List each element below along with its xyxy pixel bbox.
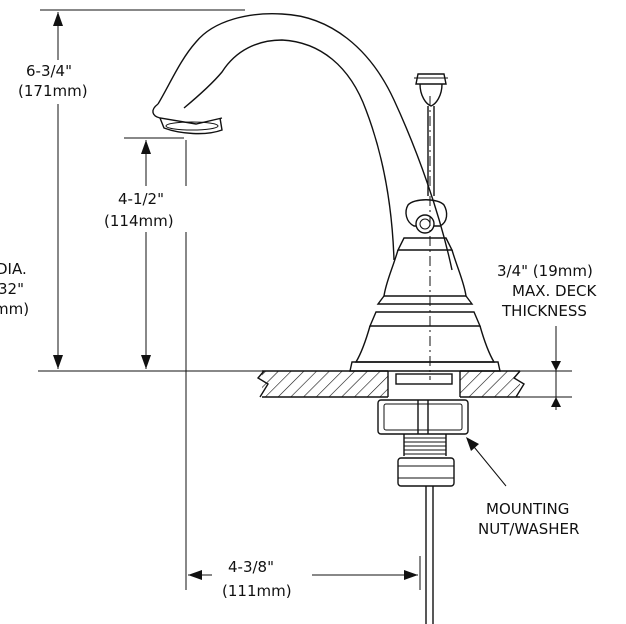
deck-thickness-arrow-top xyxy=(551,361,561,371)
spout-height-label-bg xyxy=(20,60,100,104)
spout-outer xyxy=(157,13,453,271)
mounting-washer-inner xyxy=(383,403,463,431)
coupling-nut xyxy=(397,457,455,487)
mounting-washer xyxy=(377,399,469,435)
deck-thickness-dimension xyxy=(551,326,561,410)
deck-section xyxy=(38,370,572,398)
shank-upper xyxy=(395,373,453,385)
spout-clearance-inches: 4-1/2" xyxy=(118,190,164,208)
spout-clearance-arrow-bottom xyxy=(141,355,151,369)
deck-break-right xyxy=(512,370,525,398)
spout-reach-arrow-right xyxy=(404,570,418,580)
body-ring-2 xyxy=(368,311,482,327)
spout-clearance-arrow-top xyxy=(141,140,151,154)
spout-clearance-mm: (114mm) xyxy=(104,212,174,230)
deck-break-left xyxy=(256,370,269,398)
spout-height-mm: (171mm) xyxy=(18,82,88,100)
faucet-body xyxy=(152,13,501,624)
spout-reach-inches: 4-3/8" xyxy=(228,558,274,576)
deck-thickness-line-1: 3/4" (19mm) xyxy=(497,262,593,280)
mounting-nut-leader-line xyxy=(469,441,507,487)
handle-button xyxy=(415,214,435,234)
handle-collar xyxy=(396,237,454,251)
lift-rod-knob xyxy=(415,73,447,107)
spout-tip xyxy=(159,117,223,135)
spout-height-arrow-bottom xyxy=(53,355,63,369)
spout-height-arrow-top xyxy=(53,12,63,26)
shank-threads-sides xyxy=(403,434,447,456)
spout-reach-arrow-left xyxy=(188,570,202,580)
spout-reach-dimension xyxy=(188,556,418,602)
spout-height-inches: 6-3/4" xyxy=(26,62,72,80)
hole-dia-line-3: mm) xyxy=(0,300,29,318)
handle-cap xyxy=(405,199,448,227)
deck-thickness-line-2: MAX. DECK xyxy=(512,282,598,300)
body-bell xyxy=(383,249,467,297)
shank-threads xyxy=(404,437,446,455)
body-base xyxy=(354,325,496,363)
spout-reach-mm: (111mm) xyxy=(222,582,292,600)
spout-aerator xyxy=(165,121,219,131)
body-flange xyxy=(349,361,501,372)
hole-dia-line-2: 32" xyxy=(0,280,24,298)
spout-reach-label-bg xyxy=(212,556,312,602)
spout-inner xyxy=(183,39,395,261)
mounting-nut-line-2: NUT/WASHER xyxy=(478,520,579,538)
hole-dia-line-1: DIA. xyxy=(0,260,27,278)
mounting-nut-line-1: MOUNTING xyxy=(486,500,569,518)
spout-lip xyxy=(152,103,223,125)
mounting-nut-leader-arrow xyxy=(466,437,479,451)
deck-thickness-arrow-bottom xyxy=(551,397,561,407)
spout-height-dimension xyxy=(20,9,245,369)
spout-clearance-dimension xyxy=(104,137,190,369)
body-ring-1 xyxy=(376,295,474,305)
spout-clearance-label-bg xyxy=(104,186,190,232)
mounting-nut-leader xyxy=(466,437,507,487)
deck-thickness-line-3: THICKNESS xyxy=(501,302,587,320)
